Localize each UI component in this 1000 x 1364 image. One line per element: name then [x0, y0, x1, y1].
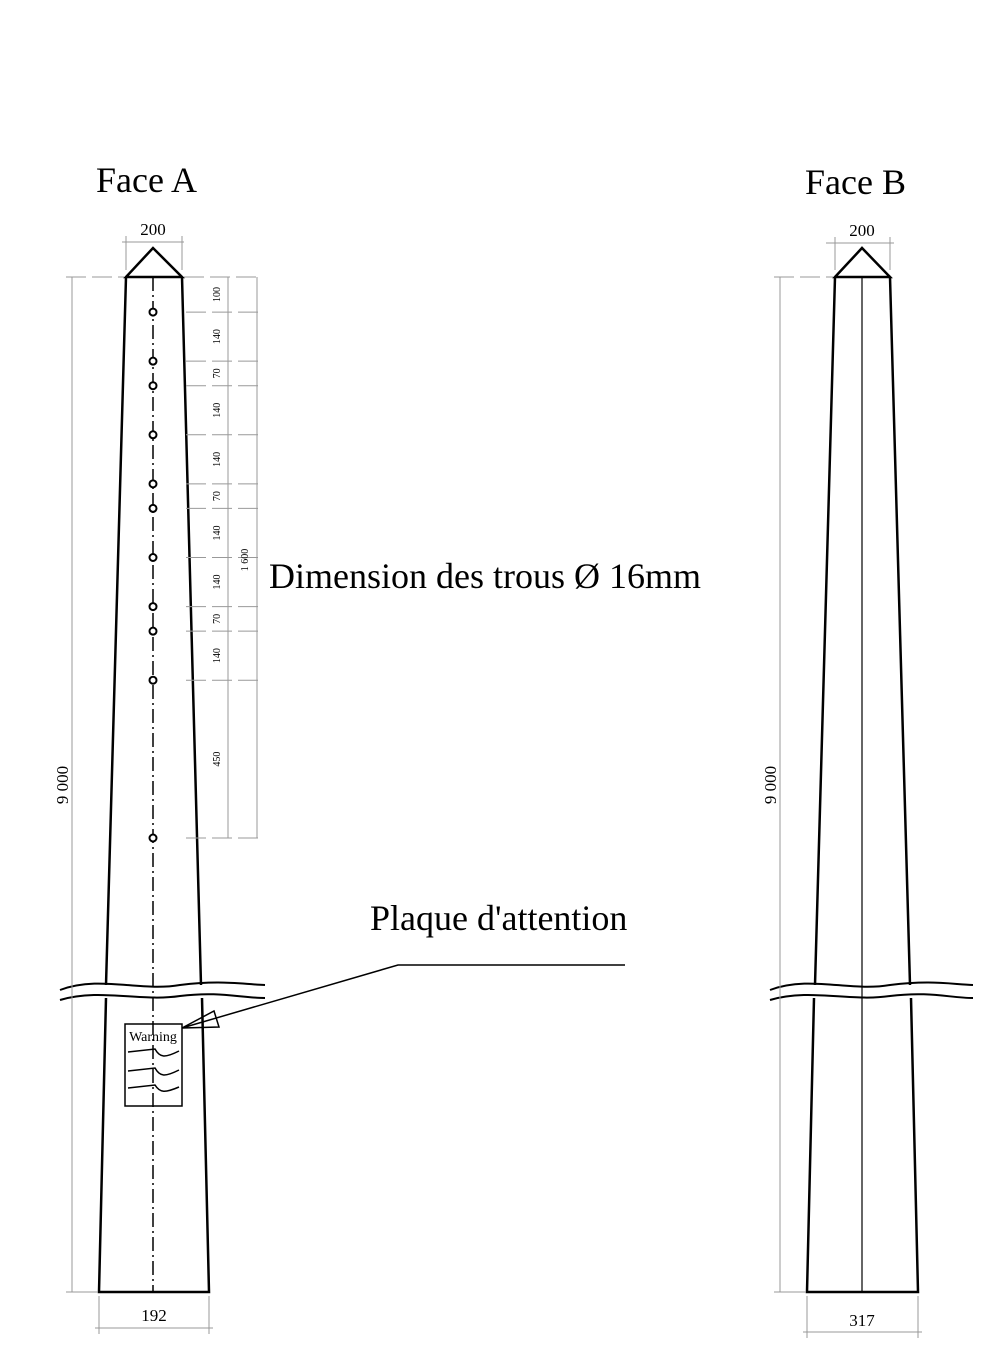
spacing-dim-label: 70 — [212, 614, 223, 624]
face-a-tip — [123, 246, 186, 279]
hole — [148, 307, 158, 317]
spacing-dim-label: 450 — [212, 752, 223, 767]
face-b-height: 9 000 — [761, 766, 780, 804]
holes — [148, 307, 158, 843]
hole-dimensions: 100 140 70 140 140 70 140 140 70 140 450 — [184, 276, 262, 839]
warning-plate-text: Warning — [129, 1030, 177, 1045]
spacing-dim-label: 140 — [212, 648, 223, 663]
hole — [148, 833, 158, 843]
face-b-tip — [832, 246, 893, 279]
hole — [148, 479, 158, 489]
face-a-top-width: 200 — [140, 220, 166, 239]
face-b-bottom-width: 317 — [849, 1311, 875, 1330]
hole — [148, 381, 158, 391]
hole-dimension-note: Dimension des trous Ø 16mm — [269, 556, 701, 596]
spacing-dim-label: 140 — [212, 403, 223, 418]
spacing-dim-label: 140 — [212, 575, 223, 590]
spacing-dim-label: 140 — [212, 329, 223, 344]
face-a: Face A 200 9 000 192 100 140 70 140 140 70 140… — [53, 160, 625, 1334]
spacing-dim-label: 140 — [212, 452, 223, 467]
face-a-title: Face A — [96, 160, 197, 200]
face-a-height: 9 000 — [53, 766, 72, 804]
hole — [148, 356, 158, 366]
face-b-top-width: 200 — [849, 221, 875, 240]
hole — [148, 503, 158, 513]
hole — [148, 675, 158, 685]
warning-plate — [124, 1023, 183, 1107]
spacing-dim-label: 100 — [212, 287, 223, 302]
spacing-dim-label: 70 — [212, 491, 223, 501]
plate-note: Plaque d'attention — [370, 898, 627, 938]
hole — [148, 626, 158, 636]
hole-total-dim: 1 600 — [240, 549, 251, 572]
spacing-dim-label: 70 — [212, 368, 223, 378]
hole — [148, 430, 158, 440]
spacing-dim-label: 140 — [212, 525, 223, 540]
face-b-title: Face B — [805, 162, 906, 202]
hole — [148, 602, 158, 612]
face-a-bottom-width: 192 — [141, 1306, 167, 1325]
face-b: Face B 200 9 000 317 — [761, 162, 974, 1338]
hole — [148, 553, 158, 562]
face-a-outline — [97, 276, 211, 1294]
